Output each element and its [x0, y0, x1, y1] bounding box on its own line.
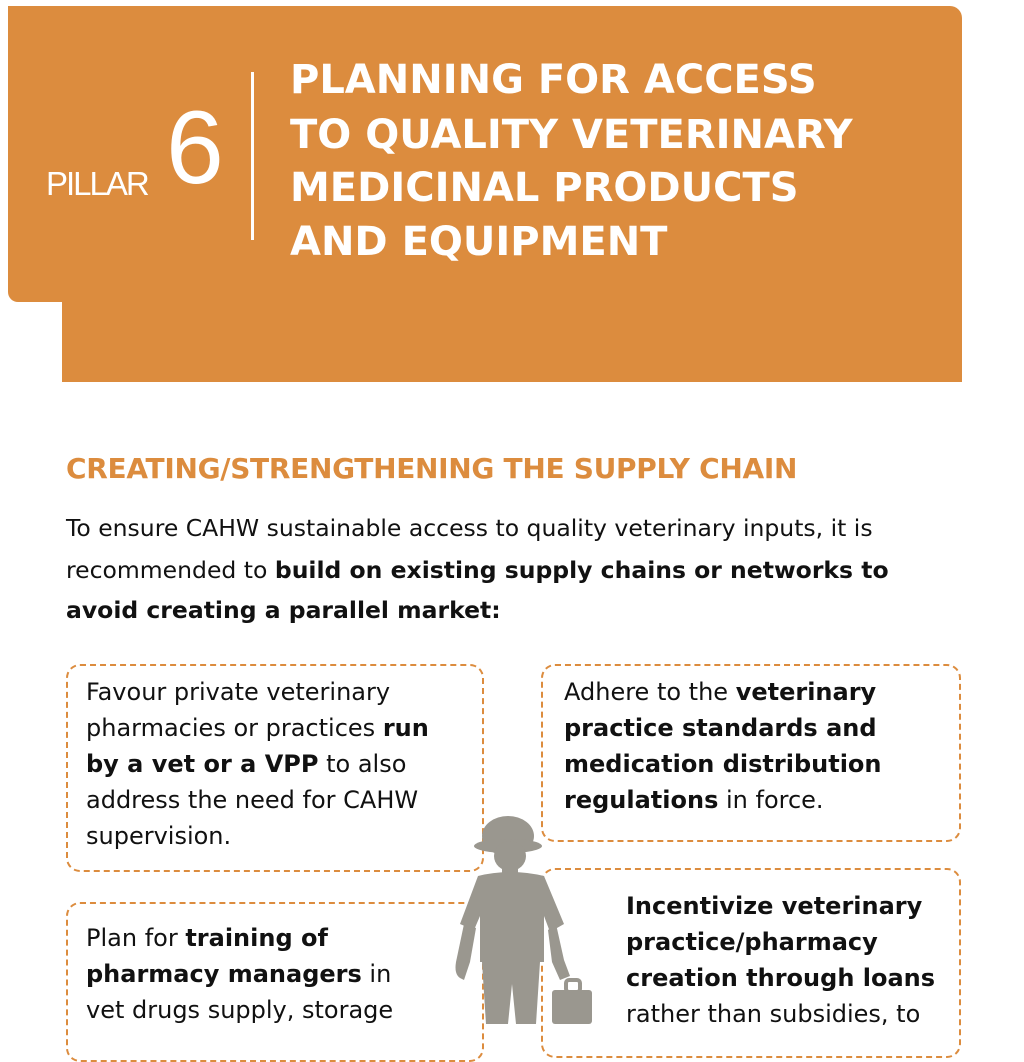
- card-text-plain: Adhere to the: [564, 678, 736, 706]
- card-line: vet drugs supply, storage: [86, 996, 394, 1024]
- intro-emphasis: avoid creating a parallel market:: [66, 596, 501, 624]
- card-text-bold: Incentivize veterinary: [626, 892, 923, 920]
- intro-line-2: recommended to build on existing supply …: [66, 556, 889, 584]
- card-line: pharmacies or practices run: [86, 710, 429, 746]
- card-line: regulations in force.: [564, 782, 882, 818]
- card-text-bold: practice/pharmacy: [626, 928, 878, 956]
- card-text-plain: in force.: [718, 786, 824, 814]
- card-training-text: Plan for training of pharmacy managers i…: [86, 920, 393, 1028]
- card-text-bold: regulations: [564, 786, 719, 814]
- card-text-plain: Plan for: [86, 924, 186, 952]
- card-standards-text: Adhere to the veterinary practice standa…: [564, 674, 882, 818]
- intro-line-1: To ensure CAHW sustainable access to qua…: [66, 514, 873, 542]
- intro-emphasis: build on existing supply chains or netwo…: [274, 556, 889, 584]
- card-line: Adhere to the veterinary: [564, 674, 882, 710]
- card-text-bold: by a vet or a VPP: [86, 750, 319, 778]
- card-private-text: Favour private veterinary pharmacies or …: [86, 674, 429, 854]
- page-title-line-2: TO QUALITY VETERINARY: [290, 112, 853, 158]
- card-line: rather than subsidies, to: [626, 1000, 921, 1028]
- card-text-bold: run: [382, 714, 429, 742]
- section-heading: CREATING/STRENGTHENING THE SUPPLY CHAIN: [66, 452, 798, 485]
- card-text-bold: veterinary: [735, 678, 877, 706]
- card-line: Plan for training of: [86, 920, 393, 956]
- card-practice-standards: [541, 664, 961, 842]
- card-line: medication distribution: [564, 746, 882, 782]
- card-line: Incentivize veterinary: [626, 888, 935, 924]
- card-line: supervision.: [86, 822, 232, 850]
- card-text-bold: creation through loans: [626, 964, 936, 992]
- header-banner: [8, 6, 962, 302]
- person-with-bag-icon: [455, 816, 592, 1024]
- header-divider: [251, 72, 254, 240]
- pillar-label: PILLAR: [46, 165, 150, 202]
- card-text-bold: pharmacy managers: [86, 960, 362, 988]
- page-title-line-3: MEDICINAL PRODUCTS: [290, 165, 799, 211]
- card-line: Favour private veterinary: [86, 678, 391, 706]
- intro-line-3: avoid creating a parallel market:: [66, 596, 501, 624]
- card-text-plain: to also: [318, 750, 407, 778]
- card-line: creation through loans: [626, 960, 935, 996]
- card-text-plain: pharmacies or practices: [86, 714, 383, 742]
- card-text-bold: training of: [185, 924, 328, 952]
- card-line: practice/pharmacy: [626, 924, 935, 960]
- header-banner-extension: [62, 300, 962, 382]
- card-text-bold: medication distribution: [564, 750, 882, 778]
- card-line: practice standards and: [564, 710, 882, 746]
- card-line: by a vet or a VPP to also: [86, 746, 429, 782]
- header-notch: [8, 302, 62, 382]
- pillar-number: 6: [166, 90, 224, 206]
- card-text-bold: practice standards and: [564, 714, 877, 742]
- card-line: pharmacy managers in: [86, 956, 393, 992]
- card-private-pharmacies: [66, 664, 484, 872]
- card-text-plain: in: [361, 960, 392, 988]
- page-title-line-1: PLANNING FOR ACCESS: [290, 57, 817, 103]
- intro-text: recommended to: [66, 556, 275, 584]
- card-line: address the need for CAHW: [86, 786, 419, 814]
- page-title-line-4: AND EQUIPMENT: [290, 219, 668, 265]
- intro-text: To ensure CAHW sustainable access to qua…: [66, 514, 873, 542]
- card-incentive-text: Incentivize veterinary practice/pharmacy…: [626, 888, 935, 1032]
